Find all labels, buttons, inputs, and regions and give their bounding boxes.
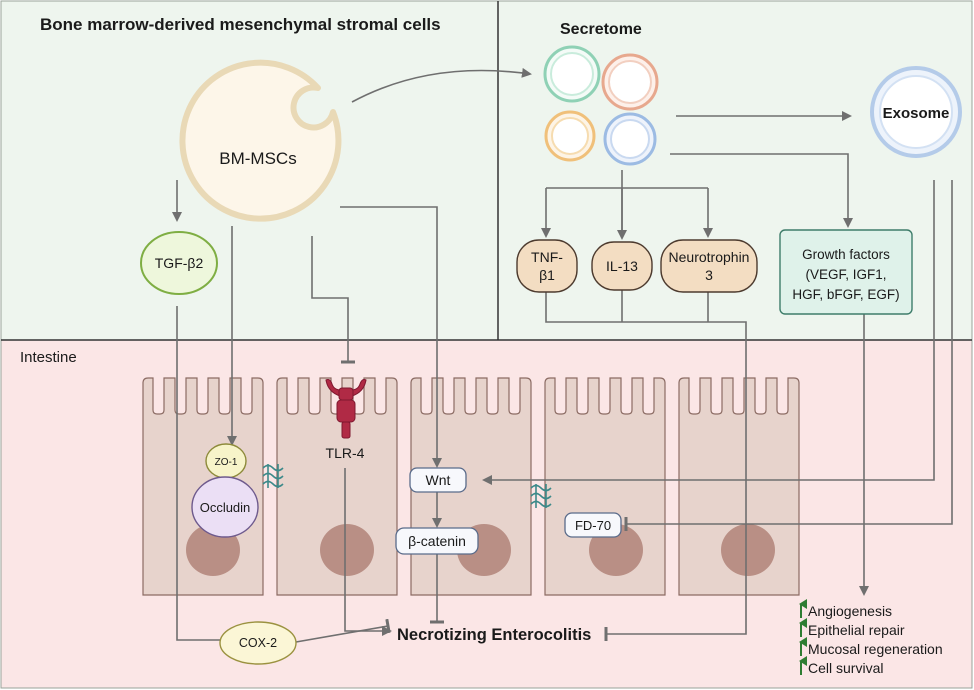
tnf-beta1-node: TNF- β1 (516, 239, 578, 293)
svg-text:Wnt: Wnt (426, 472, 451, 488)
bm-panel-title: Bone marrow-derived mesenchymal stromal … (40, 15, 441, 34)
svg-text:COX-2: COX-2 (239, 636, 277, 650)
tgf-beta2-node: TGF-β2 (140, 231, 218, 295)
outcome-list: Angiogenesis Epithelial repair Mucosal r… (799, 599, 943, 676)
arrow-to-tnf (546, 187, 708, 236)
svg-text:(VEGF, IGF1,: (VEGF, IGF1, (805, 267, 886, 282)
cox2-node: COX-2 (219, 621, 297, 665)
tlr4-receptor-icon (325, 379, 367, 439)
svg-text:3: 3 (705, 267, 713, 283)
svg-text:ZO-1: ZO-1 (215, 457, 238, 468)
tight-junction-icon (530, 484, 552, 508)
intestine-title: Intestine (20, 349, 77, 366)
inhibit-tlr4 (311, 236, 355, 364)
svg-text:Occludin: Occludin (200, 500, 251, 515)
svg-text:HGF, bFGF, EGF): HGF, bFGF, EGF) (792, 287, 899, 302)
svg-text:Mucosal regeneration: Mucosal regeneration (808, 641, 943, 657)
connectors (172, 67, 953, 645)
arrow-bm-to-secretome (351, 67, 532, 103)
growth-factors-box: Growth factors (VEGF, IGF1, HGF, bFGF, E… (779, 229, 913, 315)
tight-junction-icon (262, 464, 284, 488)
epithelial-cell (678, 377, 800, 596)
outcome-item: Epithelial repair (799, 618, 905, 638)
neurotrophin3-node: Neurotrophin 3 (660, 239, 758, 293)
svg-text:β-catenin: β-catenin (408, 533, 466, 549)
outcome-item: Cell survival (799, 656, 883, 676)
tlr4-label: TLR-4 (326, 445, 365, 461)
fd70-node: FD-70 (564, 512, 622, 538)
exosome-label: Exosome (883, 105, 950, 122)
arrow-to-growth-factors (670, 153, 853, 228)
zo1-node: ZO-1 (205, 443, 247, 479)
epithelial-cell (544, 377, 666, 596)
svg-text:Cell survival: Cell survival (808, 660, 883, 676)
svg-text:β1: β1 (539, 267, 555, 283)
svg-text:TNF-: TNF- (531, 249, 563, 265)
il13-node: IL-13 (591, 241, 653, 291)
bm-msc-cell: BM-MSCs (179, 59, 342, 222)
arrow-exosome-to-wnt (482, 180, 935, 485)
svg-text:FD-70: FD-70 (575, 518, 611, 533)
arrow-tlr4-to-nec (344, 468, 392, 636)
arrow-tgf-to-cox2 (176, 306, 232, 645)
outcome-item: Mucosal regeneration (799, 637, 943, 657)
nec-label: Necrotizing Enterocolitis (397, 626, 591, 644)
secretome-vesicles (543, 45, 659, 166)
occludin-node: Occludin (191, 476, 259, 538)
inhibit-cox2-nec (295, 618, 391, 643)
exosome: Exosome (870, 66, 962, 158)
secretome-title: Secretome (560, 21, 642, 38)
svg-text:Epithelial repair: Epithelial repair (808, 622, 905, 638)
wnt-node: Wnt (409, 467, 467, 493)
epithelial-cell (276, 377, 398, 596)
svg-text:Growth factors: Growth factors (802, 247, 890, 262)
svg-text:Neurotrophin: Neurotrophin (669, 249, 750, 265)
svg-text:TGF-β2: TGF-β2 (155, 255, 204, 271)
outcome-item: Angiogenesis (799, 599, 892, 619)
arrow-bm-to-wnt (340, 206, 442, 468)
svg-text:IL-13: IL-13 (606, 258, 638, 274)
bm-msc-label: BM-MSCs (219, 149, 296, 168)
bracket-cytokines (545, 292, 747, 641)
inhibit-fd70 (624, 180, 953, 531)
svg-text:Angiogenesis: Angiogenesis (808, 603, 892, 619)
beta-catenin-node: β-catenin (395, 527, 479, 555)
